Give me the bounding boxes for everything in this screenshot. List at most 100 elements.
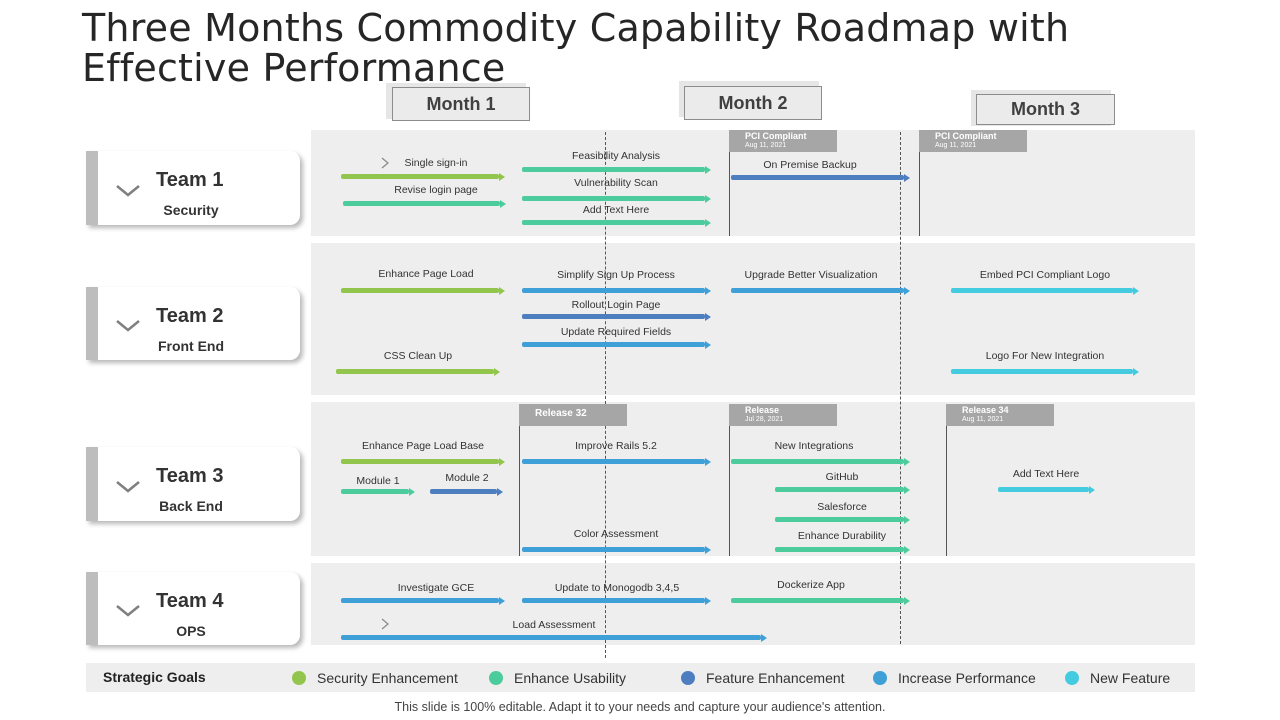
team-4-lane <box>311 563 1195 645</box>
team-1-card[interactable]: Team 1 Security <box>86 151 300 225</box>
chevron-right-icon <box>381 618 389 630</box>
task-label: Module 2 <box>445 472 489 484</box>
task-label: Add Text Here <box>1012 468 1080 480</box>
task-bar[interactable] <box>775 485 910 494</box>
task-bar[interactable] <box>951 286 1139 295</box>
milestone-title: Release 34 <box>962 405 1009 415</box>
task-label: Rollout Login Page <box>571 299 661 311</box>
footer-note: This slide is 100% editable. Adapt it to… <box>394 700 886 714</box>
legend-dot <box>292 671 306 685</box>
team-4-card[interactable]: Team 4 OPS <box>86 572 300 645</box>
task-bar[interactable] <box>522 218 711 227</box>
team-2-card[interactable]: Team 2 Front End <box>86 287 300 360</box>
legend-item: Feature Enhancement <box>681 670 845 686</box>
task-label: Salesforce <box>817 501 867 513</box>
legend-dot <box>681 671 695 685</box>
chevron-down-icon[interactable] <box>114 603 142 619</box>
month-2-header: Month 2 <box>684 86 822 120</box>
legend-item: Enhance Usability <box>489 670 626 686</box>
task-label: New Integrations <box>774 440 854 452</box>
legend-label: Enhance Usability <box>514 670 627 686</box>
month-1-header: Month 1 <box>392 87 530 121</box>
task-bar[interactable] <box>522 312 711 321</box>
task-bar[interactable] <box>731 286 910 295</box>
legend-label: Security Enhancement <box>317 670 458 686</box>
task-bar[interactable] <box>522 596 711 605</box>
task-label: Logo For New Integration <box>985 350 1105 362</box>
task-bar[interactable] <box>341 172 505 181</box>
card-strip <box>86 151 98 225</box>
task-label: On Premise Backup <box>763 159 857 171</box>
team-2-sub: Front End <box>157 338 225 354</box>
legend-label: Feature Enhancement <box>706 670 845 686</box>
task-bar[interactable] <box>336 367 500 376</box>
task-bar[interactable] <box>522 286 711 295</box>
task-label: Single sign-in <box>404 157 468 169</box>
task-label: Upgrade Better Visualization <box>744 269 878 281</box>
milestone-tag: Release 32 <box>519 404 627 426</box>
team-3-card[interactable]: Team 3 Back End <box>86 447 300 521</box>
milestone-tag: Release 34 Aug 11, 2021 <box>946 404 1054 426</box>
task-label: Color Assessment <box>573 528 659 540</box>
milestone-line <box>729 404 730 556</box>
task-bar[interactable] <box>731 596 910 605</box>
milestone-line <box>946 404 947 556</box>
milestone-title: Release 32 <box>535 408 587 419</box>
chevron-right-icon <box>381 157 389 169</box>
month-3-header: Month 3 <box>976 94 1115 125</box>
task-bar[interactable] <box>522 194 711 203</box>
task-bar[interactable] <box>731 457 910 466</box>
legend-item: Increase Performance <box>873 670 1036 686</box>
task-label: Revise login page <box>394 184 478 196</box>
task-label: CSS Clean Up <box>383 350 453 362</box>
task-label: Enhance Page Load <box>378 268 474 280</box>
chevron-down-icon[interactable] <box>114 318 142 334</box>
legend-dot <box>1065 671 1079 685</box>
task-bar[interactable] <box>341 487 415 496</box>
team-2-name: Team 2 <box>156 305 224 327</box>
team-4-sub: OPS <box>176 623 206 639</box>
legend-title: Strategic Goals <box>103 669 206 685</box>
milestone-title: PCI Compliant <box>745 131 807 141</box>
chevron-down-icon[interactable] <box>114 183 142 199</box>
card-strip <box>86 287 98 360</box>
task-label: Feasibility Analysis <box>571 150 661 162</box>
chevron-down-icon[interactable] <box>114 479 142 495</box>
task-label: Enhance Page Load Base <box>361 440 485 452</box>
task-bar[interactable] <box>341 286 505 295</box>
card-strip <box>86 447 98 521</box>
task-label: Enhance Durability <box>797 530 887 542</box>
milestone-line <box>729 130 730 236</box>
page-title: Three Months Commodity Capability Roadma… <box>82 6 1070 90</box>
milestone-title: Release <box>745 405 780 415</box>
task-bar[interactable] <box>343 199 506 208</box>
task-bar[interactable] <box>731 173 910 182</box>
task-bar[interactable] <box>951 367 1139 376</box>
task-bar[interactable] <box>522 545 711 554</box>
task-label: Vulnerability Scan <box>574 177 658 189</box>
legend-label: Increase Performance <box>898 670 1036 686</box>
task-bar[interactable] <box>341 457 505 466</box>
legend-item: New Feature <box>1065 670 1170 686</box>
task-bar[interactable] <box>775 515 910 524</box>
task-bar[interactable] <box>522 340 711 349</box>
milestone-date: Jul 28, 2021 <box>745 416 784 423</box>
task-bar[interactable] <box>522 457 711 466</box>
team-1-name: Team 1 <box>156 169 224 191</box>
milestone-line <box>919 130 920 236</box>
task-bar[interactable] <box>341 633 767 642</box>
task-bar[interactable] <box>998 485 1095 494</box>
milestone-title: PCI Compliant <box>935 131 997 141</box>
legend-dot <box>489 671 503 685</box>
legend-item: Security Enhancement <box>292 670 458 686</box>
team-3-sub: Back End <box>159 498 223 514</box>
task-label: Simplify Sign Up Process <box>557 269 675 281</box>
task-label: GitHub <box>825 471 859 483</box>
task-bar[interactable] <box>522 165 711 174</box>
task-bar[interactable] <box>341 596 505 605</box>
legend-dot <box>873 671 887 685</box>
task-bar[interactable] <box>430 487 503 496</box>
milestone-date: Aug 11, 2021 <box>935 142 977 149</box>
task-label: Load Assessment <box>512 619 596 631</box>
task-bar[interactable] <box>775 545 910 554</box>
